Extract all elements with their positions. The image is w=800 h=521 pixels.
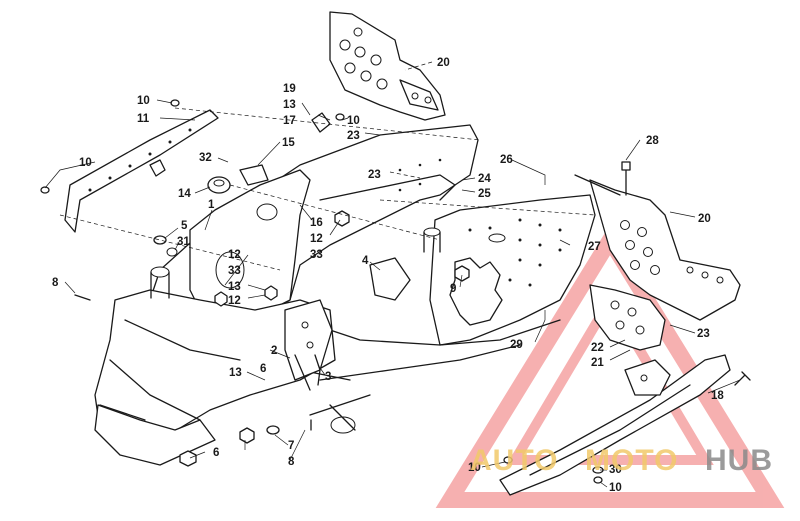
leader-lines bbox=[44, 61, 741, 488]
callout-24: 24 bbox=[478, 173, 491, 185]
callout-6-low: 6 bbox=[213, 447, 219, 459]
callout-25: 25 bbox=[478, 188, 491, 200]
callout-11: 11 bbox=[137, 113, 150, 125]
callout-29: 29 bbox=[510, 339, 523, 351]
callout-33-left: 33 bbox=[228, 265, 241, 277]
watermark-auto: AUTO bbox=[470, 444, 558, 477]
callout-6-mid: 6 bbox=[260, 363, 266, 375]
callout-23-right: 23 bbox=[697, 328, 710, 340]
callout-26: 26 bbox=[500, 154, 513, 166]
front-frame-chassis bbox=[94, 124, 596, 466]
callout-14: 14 bbox=[178, 188, 191, 200]
callout-20-right: 20 bbox=[698, 213, 711, 225]
callout-15: 15 bbox=[282, 137, 295, 149]
callout-9: 9 bbox=[450, 283, 456, 295]
callout-4: 4 bbox=[362, 255, 369, 267]
callout-8-low: 8 bbox=[288, 456, 295, 468]
callout-22: 22 bbox=[591, 342, 604, 354]
callout-32: 32 bbox=[199, 152, 212, 164]
callout-2: 2 bbox=[271, 345, 277, 357]
callout-23-top: 23 bbox=[347, 130, 360, 142]
callout-33-mid: 33 bbox=[310, 249, 323, 261]
skid-bar bbox=[499, 354, 731, 496]
upper-steering-plate bbox=[329, 11, 446, 121]
callout-18: 18 bbox=[711, 390, 724, 402]
callout-21: 21 bbox=[591, 357, 604, 369]
right-steering-plate bbox=[574, 174, 741, 321]
callout-19: 19 bbox=[283, 83, 296, 95]
callout-8-left: 8 bbox=[52, 277, 59, 289]
watermark-logo: AUTO MOTO HUB bbox=[470, 444, 773, 477]
callout-10-left: 10 bbox=[79, 157, 92, 169]
callout-13-top: 13 bbox=[283, 99, 296, 111]
callout-16: 16 bbox=[310, 217, 323, 229]
callout-23-mid: 23 bbox=[368, 169, 381, 181]
callout-10-bar: 10 bbox=[137, 95, 150, 107]
callout-3: 3 bbox=[325, 371, 331, 383]
callout-1: 1 bbox=[208, 199, 215, 211]
callout-12-mid: 12 bbox=[310, 233, 323, 245]
lower-mount-plate bbox=[589, 284, 666, 351]
callout-12-left: 12 bbox=[228, 249, 241, 261]
callout-12-low: 12 bbox=[228, 295, 241, 307]
callout-7: 7 bbox=[288, 440, 294, 452]
callout-28: 28 bbox=[646, 135, 659, 147]
callout-13-left: 13 bbox=[228, 281, 241, 293]
steering-support-bar bbox=[64, 109, 219, 233]
callout-10-skid: 10 bbox=[468, 462, 481, 474]
callout-31: 31 bbox=[177, 236, 190, 248]
callout-30: 30 bbox=[609, 464, 622, 476]
callout-20-top: 20 bbox=[437, 57, 450, 69]
watermark-moto: MOTO bbox=[585, 444, 678, 477]
callout-13-low: 13 bbox=[229, 367, 242, 379]
panel-holes bbox=[468, 218, 562, 287]
callout-10-top: 10 bbox=[347, 115, 360, 127]
callout-10-bottom: 10 bbox=[609, 482, 622, 494]
callout-5: 5 bbox=[181, 220, 188, 232]
callout-17: 17 bbox=[283, 115, 296, 127]
watermark-hub: HUB bbox=[705, 444, 773, 477]
callout-labels: 20 19 13 17 10 23 10 11 15 32 10 14 1 5 … bbox=[52, 57, 724, 494]
callout-27: 27 bbox=[588, 241, 601, 253]
